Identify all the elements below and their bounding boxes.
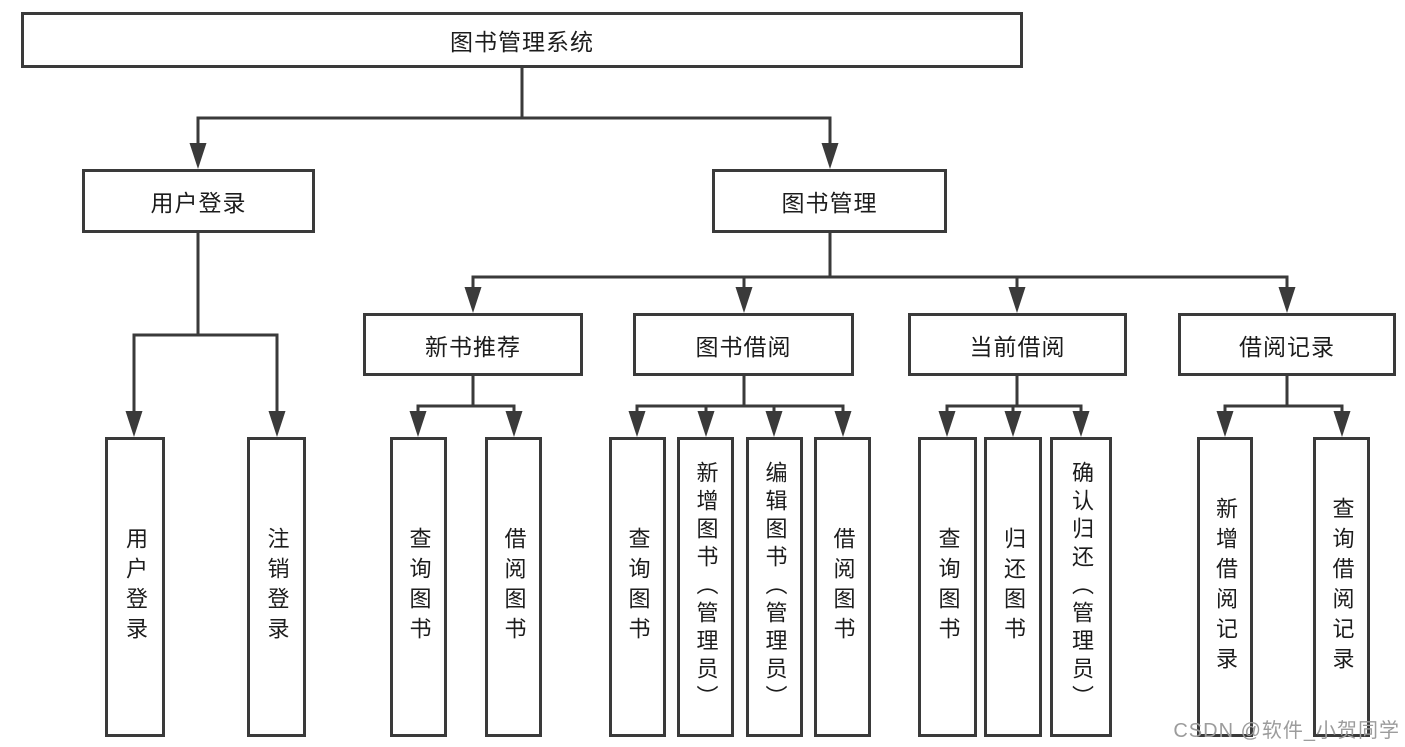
connector-user-login-to-leaves [132, 233, 279, 414]
node-library-management-system: 图书管理系统 [21, 12, 1023, 68]
leaf-label: 新增借阅记录 [1213, 497, 1238, 677]
leaf-label: 借阅图书 [501, 527, 527, 647]
leaf-label: 新增图书（管理员） [693, 461, 719, 713]
leaf-label: 归还图书 [1001, 527, 1026, 647]
node-book-borrow: 图书借阅 [633, 313, 854, 376]
node-label: 图书管理系统 [450, 29, 594, 55]
node-current-borrow: 当前借阅 [908, 313, 1127, 376]
node-user-login: 用户登录 [82, 169, 315, 233]
leaf-label: 查询借阅记录 [1329, 497, 1355, 677]
node-borrow-record: 借阅记录 [1178, 313, 1396, 376]
leaf-add-borrow-record: 新增借阅记录 [1197, 437, 1253, 737]
leaf-add-books-admin: 新增图书（管理员） [677, 437, 734, 737]
connector-root-to-level2 [196, 68, 832, 147]
node-label: 新书推荐 [425, 333, 521, 360]
leaf-query-books: 查询图书 [390, 437, 447, 737]
node-new-book-recommend: 新书推荐 [363, 313, 583, 376]
connector-book-borrow-to-leaves [635, 376, 845, 414]
node-label: 图书管理 [781, 190, 878, 216]
arrowheads [125, 143, 1351, 437]
leaf-edit-books-admin: 编辑图书（管理员） [746, 437, 803, 737]
leaf-query-books-borrow: 查询图书 [609, 437, 666, 737]
connector-borrow-record-to-leaves [1223, 376, 1344, 414]
connector-new-book-to-leaves [416, 376, 516, 414]
connector-book-management-to-level3 [471, 233, 1289, 290]
node-label: 图书借阅 [695, 333, 792, 360]
leaf-label: 查询图书 [625, 527, 651, 647]
leaf-label: 查询图书 [935, 527, 961, 647]
leaf-user-login: 用户登录 [105, 437, 165, 737]
leaf-borrow-books: 借阅图书 [485, 437, 542, 737]
leaf-label: 编辑图书（管理员） [762, 461, 788, 713]
leaf-return-books: 归还图书 [984, 437, 1042, 737]
connector-current-borrow-to-leaves [945, 376, 1083, 414]
node-label: 用户登录 [150, 190, 247, 216]
leaf-label: 查询图书 [406, 527, 432, 647]
csdn-watermark: CSDN @软件_小贺同学 [1173, 720, 1400, 742]
node-book-management: 图书管理 [712, 169, 947, 233]
leaf-label: 确认归还（管理员） [1069, 461, 1094, 713]
leaf-borrow-books-2: 借阅图书 [814, 437, 871, 737]
leaf-confirm-return-admin: 确认归还（管理员） [1050, 437, 1112, 737]
leaf-label: 用户登录 [123, 527, 148, 647]
node-label: 借阅记录 [1239, 333, 1335, 360]
leaf-logout: 注销登录 [247, 437, 306, 737]
leaf-query-borrow-record: 查询借阅记录 [1313, 437, 1370, 737]
leaf-label: 借阅图书 [830, 527, 856, 647]
leaf-label: 注销登录 [264, 527, 290, 647]
leaf-query-books-current: 查询图书 [918, 437, 977, 737]
node-label: 当前借阅 [969, 333, 1066, 360]
